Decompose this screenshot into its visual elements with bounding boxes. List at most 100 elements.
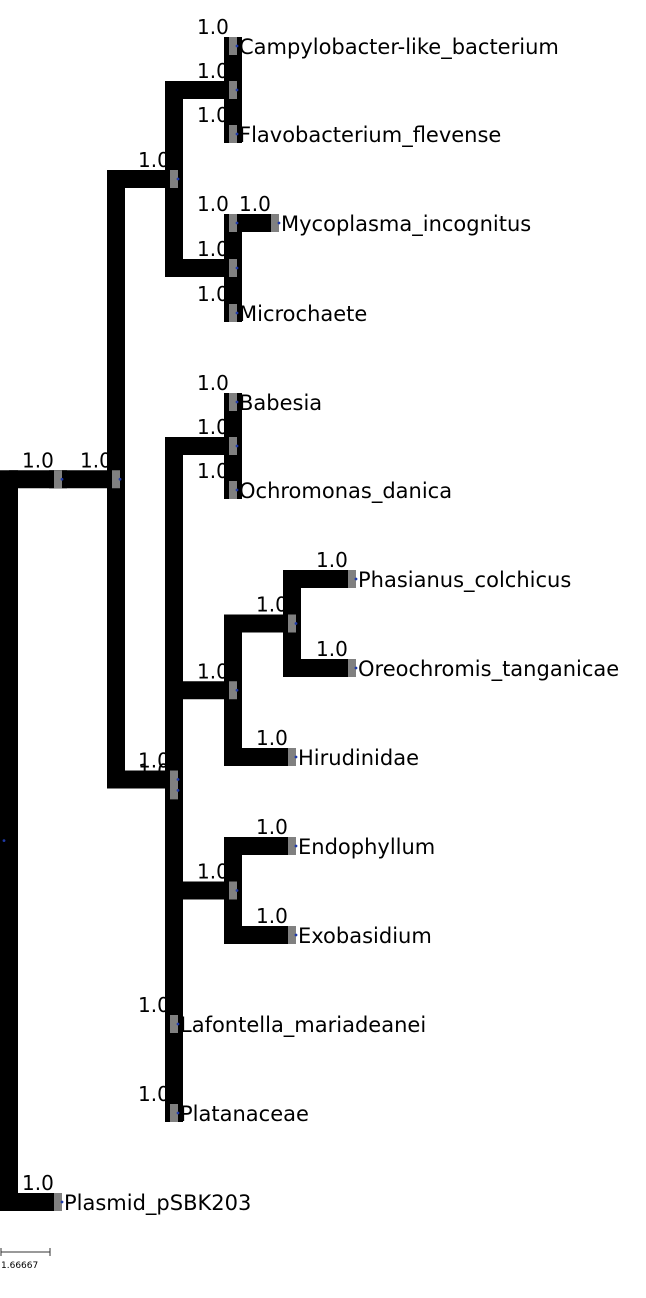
node-marker-l8 [348, 659, 356, 677]
node-marker-n6 [229, 214, 237, 232]
node-marker-n9 [170, 781, 178, 800]
leaf-label-l3: Mycoplasma_incognitus [281, 212, 531, 237]
branch-l11 [233, 926, 292, 944]
node-dot-l14 [60, 1200, 64, 1204]
support-label-n2: 1.0 [80, 448, 112, 472]
node-dot-n3 [176, 177, 180, 181]
leaf-label-l8: Oreochromis_tanganicae [358, 657, 619, 682]
node-marker-l5 [229, 393, 237, 411]
support-label-l2: 1.0 [197, 103, 229, 127]
node-dot-l6 [235, 488, 239, 492]
node-marker-n7 [170, 770, 178, 789]
leaf-label-l7: Phasianus_colchicus [358, 568, 571, 593]
support-label-n12: 1.0 [197, 860, 229, 884]
node-dot-l10 [294, 844, 298, 848]
node-marker-l14 [54, 1193, 62, 1211]
support-label-l6: 1.0 [197, 459, 229, 483]
node-dot-l3 [277, 221, 281, 225]
node-dot-l11 [294, 933, 298, 937]
leaf-label-l12: Lafontella_mariadeanei [180, 1013, 426, 1038]
branch-n3 [116, 170, 174, 188]
branch-l10 [233, 837, 292, 855]
node-dot-l13 [176, 1111, 180, 1115]
node-dot-n10 [235, 688, 239, 692]
leaf-label-l6: Ochromonas_danica [239, 479, 452, 504]
node-marker-n2 [112, 470, 120, 489]
support-label-l8: 1.0 [316, 637, 348, 661]
leaf-label-l5: Babesia [239, 391, 322, 415]
support-label-l5: 1.0 [197, 371, 229, 395]
support-label-l11: 1.0 [256, 904, 288, 928]
leaf-label-l2: Flavobacterium_flevense [239, 123, 501, 148]
node-marker-n12 [229, 881, 237, 900]
leaf-label-l1: Campylobacter-like_bacterium [239, 35, 559, 60]
node-marker-l7 [348, 570, 356, 588]
branch-n11 [233, 614, 292, 633]
branch-n10 [174, 681, 233, 700]
node-marker-l1 [229, 37, 237, 55]
leaf-label-l11: Exobasidium [298, 924, 432, 948]
branch-n7 [116, 770, 174, 789]
node-marker-l6 [229, 481, 237, 499]
branch-l3 [233, 214, 275, 232]
support-label-n1: 1.0 [22, 448, 54, 472]
support-label-l7: 1.0 [316, 548, 348, 572]
support-label-n6: 1.0 [197, 192, 229, 216]
leaf-label-l4: Microchaete [239, 302, 367, 326]
support-label-l3: 1.0 [239, 192, 271, 216]
node-dot-n5 [235, 266, 239, 270]
leaf-label-l14: Plasmid_pSBK203 [64, 1191, 251, 1216]
scale-bar-label: 1.66667 [1, 1261, 38, 1271]
support-label-n11: 1.0 [256, 593, 288, 617]
node-marker-l11 [288, 926, 296, 944]
support-label-l10: 1.0 [256, 815, 288, 839]
branch-n12 [174, 881, 233, 900]
node-dot-l12 [176, 1022, 180, 1026]
scale-bar: 1.66667 [0, 1248, 51, 1271]
node-marker-n11 [288, 614, 296, 633]
branch-n8 [174, 437, 233, 455]
node-dot-n9 [176, 788, 180, 792]
node-dot-n4 [235, 88, 239, 92]
node-marker-n10 [229, 681, 237, 700]
branch-l7 [292, 570, 352, 588]
node-dot-l9 [294, 755, 298, 759]
node-marker-n5 [229, 259, 237, 277]
support-label-n8: 1.0 [197, 415, 229, 439]
leaf-label-l13: Platanaceae [180, 1102, 309, 1126]
node-marker-l2 [229, 125, 237, 143]
node-marker-l10 [288, 837, 296, 855]
vertical-root [0, 470, 18, 1211]
support-label-n10: 1.0 [197, 659, 229, 683]
branch-l8 [292, 659, 352, 677]
leaf-label-l10: Endophyllum [298, 835, 435, 859]
branch-n4 [174, 81, 233, 99]
support-label-l13: 1.0 [138, 1082, 170, 1106]
node-dot-n11 [294, 622, 298, 625]
branch-l14 [9, 1193, 58, 1211]
node-marker-n4 [229, 81, 237, 99]
node-dot-n6 [235, 221, 239, 225]
support-label-n4: 1.0 [197, 59, 229, 83]
node-dot-l5 [235, 400, 239, 404]
node-dot-n2 [118, 477, 122, 481]
root-dot [2, 839, 6, 843]
branch-n5 [174, 259, 233, 277]
node-dot-n1 [60, 477, 64, 481]
support-label-l4: 1.0 [197, 282, 229, 306]
node-marker-l4 [229, 304, 237, 322]
node-marker-n8 [229, 437, 237, 455]
node-marker-l12 [170, 1015, 178, 1033]
support-label-l9: 1.0 [256, 726, 288, 750]
node-marker-l13 [170, 1104, 178, 1122]
support-label-l1: 1.0 [197, 15, 229, 39]
branch-layer [0, 37, 352, 1211]
node-marker-n1 [54, 470, 62, 489]
support-label-n3: 1.0 [138, 148, 170, 172]
node-marker-l9 [288, 748, 296, 766]
support-label-n7: 1.0 [138, 749, 170, 773]
node-dot-l8 [354, 666, 358, 670]
